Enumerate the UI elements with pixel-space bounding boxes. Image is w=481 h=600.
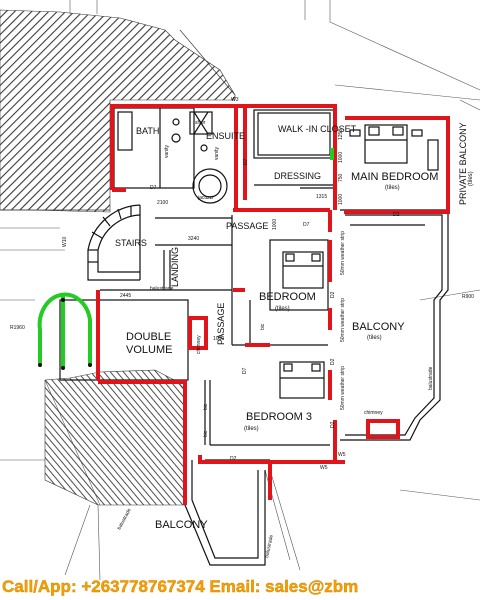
room-landing: LANDING: [170, 247, 180, 287]
label-weather-strip-3: 50mm weather strip: [340, 366, 346, 410]
opening-d2c: D2: [330, 358, 336, 365]
label-shwr: shwr: [195, 120, 206, 126]
label-vanity-1: vanity: [164, 144, 170, 158]
opening-w10: W10: [62, 237, 68, 248]
contact-banner: Call/App: +263778767374 Email: sales@zbm: [2, 577, 358, 596]
dim-r1960: R1960: [10, 325, 25, 331]
dim-1000a: 1000: [272, 219, 278, 230]
label-chimney-2: chimney: [364, 410, 383, 416]
label-jacuzzi: jacuzzi: [197, 195, 213, 201]
opening-labels: W3 W10 W5 W5 D7 D7 D7 D7 D2 D2 D2 D2 D2: [62, 97, 400, 471]
dim-1000b: 1000: [338, 152, 344, 163]
roof-hatch-bottom-left: [44, 369, 186, 506]
room-passage-mid: PASSAGE: [216, 303, 226, 345]
dim-2100: 2100: [157, 200, 168, 206]
opening-d7d: D7: [242, 367, 248, 374]
roof-hatch-top-left: [0, 9, 236, 213]
room-balcony-east-finish: (tiles): [367, 335, 382, 341]
room-main-bedroom: MAIN BEDROOM: [351, 171, 438, 183]
room-passage-top: PASSAGE: [226, 221, 268, 231]
label-balustrade-3: balustrade: [116, 507, 132, 531]
opening-d7c: D7: [303, 222, 310, 228]
opening-d2a: D2: [393, 212, 400, 218]
bay-window-highlight: [37, 292, 92, 370]
opening-d7b: D7: [243, 158, 249, 165]
dim-750: 750: [338, 173, 344, 182]
opening-d2b: D2: [330, 291, 336, 298]
room-main-bedroom-finish: (tiles): [385, 185, 400, 191]
opening-w5b: W5: [338, 452, 346, 458]
label-balustrade-1: balustrade: [150, 286, 174, 292]
opening-w3: W3: [231, 97, 239, 103]
opening-d7a: D7: [150, 185, 157, 191]
opening-w5: W5: [320, 465, 328, 471]
room-private-balcony: PRIVATE BALCONY: [458, 122, 468, 205]
label-chimney-1: chimney: [196, 335, 202, 354]
dimension-labels: 2100 3240 2445 1000 1000 1000 1000 1250 …: [10, 129, 474, 342]
opening-d2d: D2: [230, 456, 237, 462]
dim-1250: 1250: [338, 129, 344, 140]
room-ensuite: ENSUITE: [206, 131, 245, 141]
room-dressing: DRESSING: [274, 171, 321, 181]
opening-d2e: D2: [330, 421, 336, 428]
label-balustrade-4: balustrade: [264, 534, 275, 558]
room-labels: BATH ENSUITE WALK -IN CLOSET DRESSING MA…: [115, 122, 474, 531]
label-balustrade-2: balustrade: [428, 366, 434, 390]
label-bic-1: bic: [203, 403, 209, 410]
label-bic-3: bic: [260, 323, 266, 330]
room-private-balcony-finish: (tiles): [468, 171, 474, 186]
dim-3240: 3240: [188, 236, 199, 242]
room-bedroom-2: BEDROOM: [259, 291, 316, 303]
room-walk-in-closet: WALK -IN CLOSET: [278, 124, 357, 134]
room-bedroom-2-finish: (tiles): [275, 306, 290, 312]
label-weather-strip-2: 50mm weather strip: [340, 298, 346, 342]
dim-1315: 1315: [316, 194, 327, 200]
label-bic-2: bic: [203, 430, 209, 437]
dim-1000d: 1000: [213, 336, 224, 342]
room-bath: BATH: [136, 126, 159, 136]
green-door-mark: [330, 148, 334, 160]
label-weather-strip-1: 50mm weather strip: [340, 231, 346, 275]
dim-2445: 2445: [120, 293, 131, 299]
fixture-labels: shwr vanity vanity jacuzzi chimney chimn…: [116, 120, 434, 558]
dim-1000c: 1000: [338, 194, 344, 205]
room-bedroom-3: BEDROOM 3: [246, 411, 312, 423]
room-balcony-south: BALCONY: [155, 519, 208, 531]
dim-r900: R900: [462, 294, 474, 300]
label-vanity-2: vanity: [214, 146, 220, 160]
room-stairs: STAIRS: [115, 238, 147, 248]
room-bedroom-3-finish: (tiles): [244, 426, 259, 432]
room-balcony-east: BALCONY: [352, 321, 405, 333]
highlighted-walls: [96, 104, 450, 505]
reference-lines: [0, 0, 481, 581]
